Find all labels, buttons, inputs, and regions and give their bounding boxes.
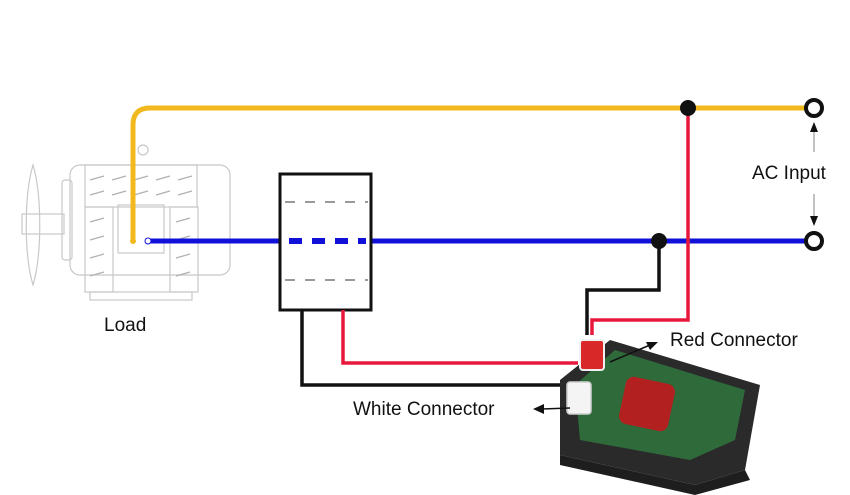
lifting-eye xyxy=(137,144,149,156)
motor-load xyxy=(21,144,231,301)
red-connector-arrow-icon xyxy=(646,342,658,350)
motor-terminal-live xyxy=(130,238,136,244)
meter-red-supply xyxy=(590,108,690,335)
live-wire xyxy=(130,105,808,240)
junction-neutral xyxy=(651,233,667,249)
current-transformer xyxy=(278,172,373,312)
ct-black-lead xyxy=(300,310,565,387)
white-connector-arrow-icon xyxy=(533,404,544,414)
meter-capacitor xyxy=(619,376,675,432)
ct-red-lead xyxy=(341,310,578,365)
motor-base xyxy=(89,291,193,301)
terminal-box xyxy=(117,204,165,254)
motor-shaft xyxy=(21,213,65,235)
fin-hatching xyxy=(89,175,193,277)
ac-arrow-down-icon xyxy=(810,216,818,226)
red-connector-arrow-line xyxy=(609,344,651,363)
load-label: Load xyxy=(104,315,147,336)
motor-terminal-neutral xyxy=(144,237,152,245)
white-connector-arrow-line xyxy=(541,407,571,410)
motor-top-fins xyxy=(84,164,198,208)
white-connector xyxy=(566,381,592,415)
meter-black-supply xyxy=(585,241,661,335)
ac-terminal-live xyxy=(804,98,824,118)
ac-input-label: AC Input xyxy=(752,163,826,184)
motor-end-cap xyxy=(61,179,73,261)
red-connector xyxy=(579,339,605,371)
motor-body xyxy=(69,164,231,276)
ac-arrow-up-icon xyxy=(810,122,818,132)
ac-terminal-neutral xyxy=(804,231,824,251)
fan-blade xyxy=(25,162,41,288)
red-connector-label: Red Connector xyxy=(670,330,798,351)
meter-module xyxy=(560,339,760,495)
junction-live xyxy=(680,100,696,116)
white-connector-label: White Connector xyxy=(353,399,495,420)
meter-housing-front xyxy=(560,455,750,495)
